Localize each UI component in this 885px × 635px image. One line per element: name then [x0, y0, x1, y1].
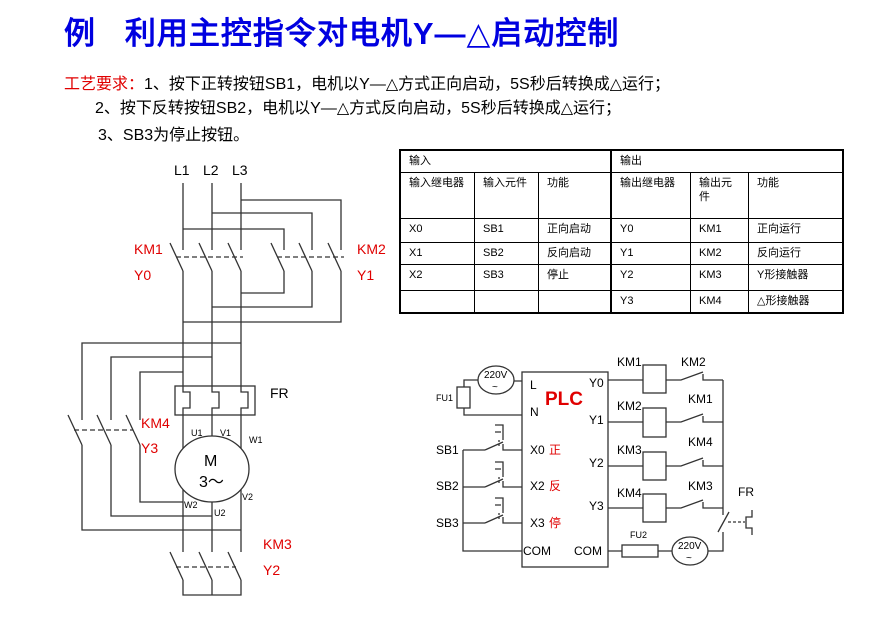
fr-label: FR	[270, 385, 289, 401]
cell	[474, 289, 539, 314]
cell: SB1	[474, 217, 539, 243]
plc-wiring	[456, 364, 753, 568]
ac-symbol: ~	[492, 382, 498, 393]
interlock-label: KM1	[688, 392, 713, 406]
y3-label: Y3	[141, 440, 158, 456]
cell: Y3	[610, 289, 691, 314]
terminal-label: U1	[191, 428, 203, 438]
interlock-label: KM3	[688, 479, 713, 493]
column-header: 输入继电器	[399, 171, 475, 219]
line-label: L2	[203, 162, 219, 178]
line-label: L3	[232, 162, 248, 178]
column-header: 功能	[538, 171, 612, 219]
interlock-label: KM2	[681, 355, 706, 369]
fu1-label: FU1	[436, 393, 453, 403]
column-header: 输出元件	[690, 171, 749, 219]
ac-source-top	[477, 365, 515, 395]
terminal-label: V1	[220, 428, 231, 438]
cell: 停止	[538, 263, 612, 291]
requirement-2: 2、按下反转按钮SB2，电机以Y—△方式反向启动，5S秒后转换成△运行；	[95, 100, 621, 117]
x3-terminal: X3	[530, 516, 545, 530]
supply-label: 220V	[678, 541, 702, 552]
requirement-text: 1、按下正转按钮SB1，电机以Y—△方式正向启动，5S秒后转换成△运行；	[144, 76, 671, 93]
input-note: 正	[549, 443, 561, 457]
power-wires	[67, 183, 344, 596]
coil-label: KM2	[617, 399, 642, 413]
cell: SB3	[474, 263, 539, 291]
motor-type: 3～	[199, 474, 224, 491]
output-header: 输出	[610, 149, 844, 173]
km4-label: KM4	[141, 415, 170, 431]
sb1-label: SB1	[436, 443, 459, 457]
ac-symbol: ~	[686, 553, 692, 564]
terminal-label: W2	[184, 500, 198, 510]
cell: X2	[399, 263, 475, 291]
terminal-label: V2	[242, 492, 253, 502]
fu2-fuse	[621, 544, 659, 558]
plc-label: PLC	[545, 389, 583, 410]
terminal-label: W1	[249, 435, 263, 445]
column-header: 输出继电器	[610, 171, 691, 219]
y2-label: Y2	[263, 562, 280, 578]
terminal-label: U2	[214, 508, 226, 518]
cell: △形接触器	[748, 289, 844, 314]
km1-label: KM1	[134, 241, 163, 257]
x2-terminal: X2	[530, 479, 545, 493]
line-label: L1	[174, 162, 190, 178]
cell	[399, 289, 475, 314]
fu2-label: FU2	[630, 530, 647, 540]
ac-source-bottom	[671, 536, 709, 566]
interlock-label: KM4	[688, 435, 713, 449]
page-title: 例 利用主控指令对电机Y—△启动控制	[64, 16, 620, 51]
input-note: 停	[549, 515, 561, 530]
cell: 反向启动	[538, 241, 612, 265]
coil-label: KM4	[617, 486, 642, 500]
y1-terminal: Y1	[589, 413, 604, 427]
km3-label: KM3	[263, 536, 292, 552]
y1-label: Y1	[357, 267, 374, 283]
y3-terminal: Y3	[589, 499, 604, 513]
motor-label: M	[204, 453, 217, 470]
coil-label: KM1	[617, 355, 642, 369]
requirement-label: 工艺要求：	[64, 76, 145, 93]
y0-label: Y0	[134, 267, 151, 283]
cell: KM1	[690, 217, 749, 243]
l-terminal: L	[530, 378, 537, 392]
input-note: 反	[549, 479, 561, 493]
fu1-fuse	[456, 386, 471, 409]
cell: 反向运行	[748, 241, 844, 265]
cell	[538, 289, 612, 314]
requirement-1: 工艺要求：1、按下正转按钮SB1，电机以Y—△方式正向启动，5S秒后转换成△运行…	[64, 70, 670, 94]
fr-contact-label: FR	[738, 485, 754, 499]
com-right: COM	[574, 544, 602, 558]
sb3-label: SB3	[436, 516, 459, 530]
cell: SB2	[474, 241, 539, 265]
supply-label: 220V	[484, 370, 508, 381]
km2-label: KM2	[357, 241, 386, 257]
n-terminal: N	[530, 405, 539, 419]
requirement-3: 3、SB3为停止按钮。	[98, 127, 250, 144]
com-left: COM	[523, 544, 551, 558]
coil-label: KM3	[617, 443, 642, 457]
y0-terminal: Y0	[589, 376, 604, 390]
column-header: 功能	[748, 171, 844, 219]
cell: KM4	[690, 289, 749, 314]
x0-terminal: X0	[530, 443, 545, 457]
y2-terminal: Y2	[589, 456, 604, 470]
cell: Y0	[610, 217, 691, 243]
motor-symbol	[174, 435, 250, 503]
sb2-label: SB2	[436, 479, 459, 493]
